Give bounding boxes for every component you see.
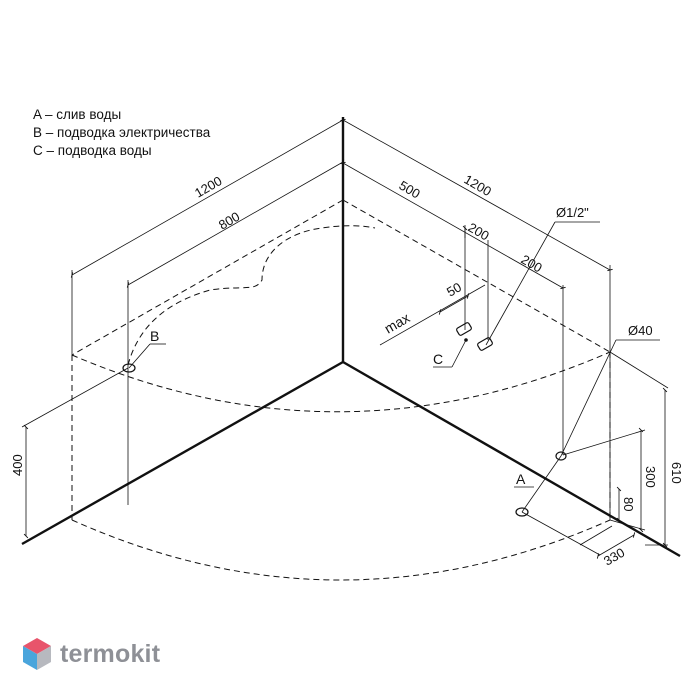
- dim-330-label: 330: [601, 545, 627, 569]
- termokit-logo: termokit: [22, 634, 160, 674]
- dim-max-50: 50 max: [379, 279, 486, 346]
- pipe-thread-label: Ø1/2": [556, 205, 589, 220]
- legend-item-b: B – подводка электричества: [33, 125, 211, 140]
- logo-text: termokit: [60, 639, 161, 668]
- dim-max-label: max: [382, 310, 413, 337]
- legend: A – слив воды B – подводка электричества…: [33, 106, 210, 160]
- floor-outline: [21, 117, 681, 558]
- cube-logo-icon: [23, 638, 51, 670]
- legend-item-a: A – слив воды: [33, 107, 122, 122]
- dim-left-800-label: 800: [216, 209, 242, 233]
- dim-200a-label: 200: [466, 220, 492, 244]
- dim-80-label: 80: [621, 497, 636, 511]
- marker-a-label: A: [516, 471, 526, 487]
- pipe-thread-callout: Ø1/2": [485, 205, 600, 346]
- marker-c-label: C: [433, 351, 443, 367]
- dim-offset-330: 330: [521, 511, 636, 569]
- marker-b-label: B: [150, 328, 159, 344]
- dim-400-label: 400: [10, 454, 25, 476]
- dim-610-label: 610: [669, 462, 684, 484]
- legend-item-c: C – подводка воды: [33, 143, 152, 158]
- dim-500-label: 500: [397, 178, 423, 202]
- dim-right-chain: 500 200 200: [340, 161, 566, 455]
- dim-50-label: 50: [444, 279, 464, 299]
- dim-300-label: 300: [643, 466, 658, 488]
- marker-b: B: [122, 328, 166, 373]
- drain-a: Ø40 A: [514, 323, 660, 517]
- water-fittings: [456, 322, 493, 351]
- dim-height-400: 400: [10, 367, 129, 539]
- dim-left-1200-label: 1200: [192, 173, 225, 200]
- dim-height-right: 300 80 610: [562, 351, 684, 548]
- dim-left-800: 800: [126, 159, 345, 505]
- dim-right-1200-label: 1200: [462, 172, 495, 199]
- marker-c: C: [433, 339, 467, 368]
- dim-right-1200: 1200: [340, 118, 613, 520]
- drain-diameter-label: Ø40: [628, 323, 653, 338]
